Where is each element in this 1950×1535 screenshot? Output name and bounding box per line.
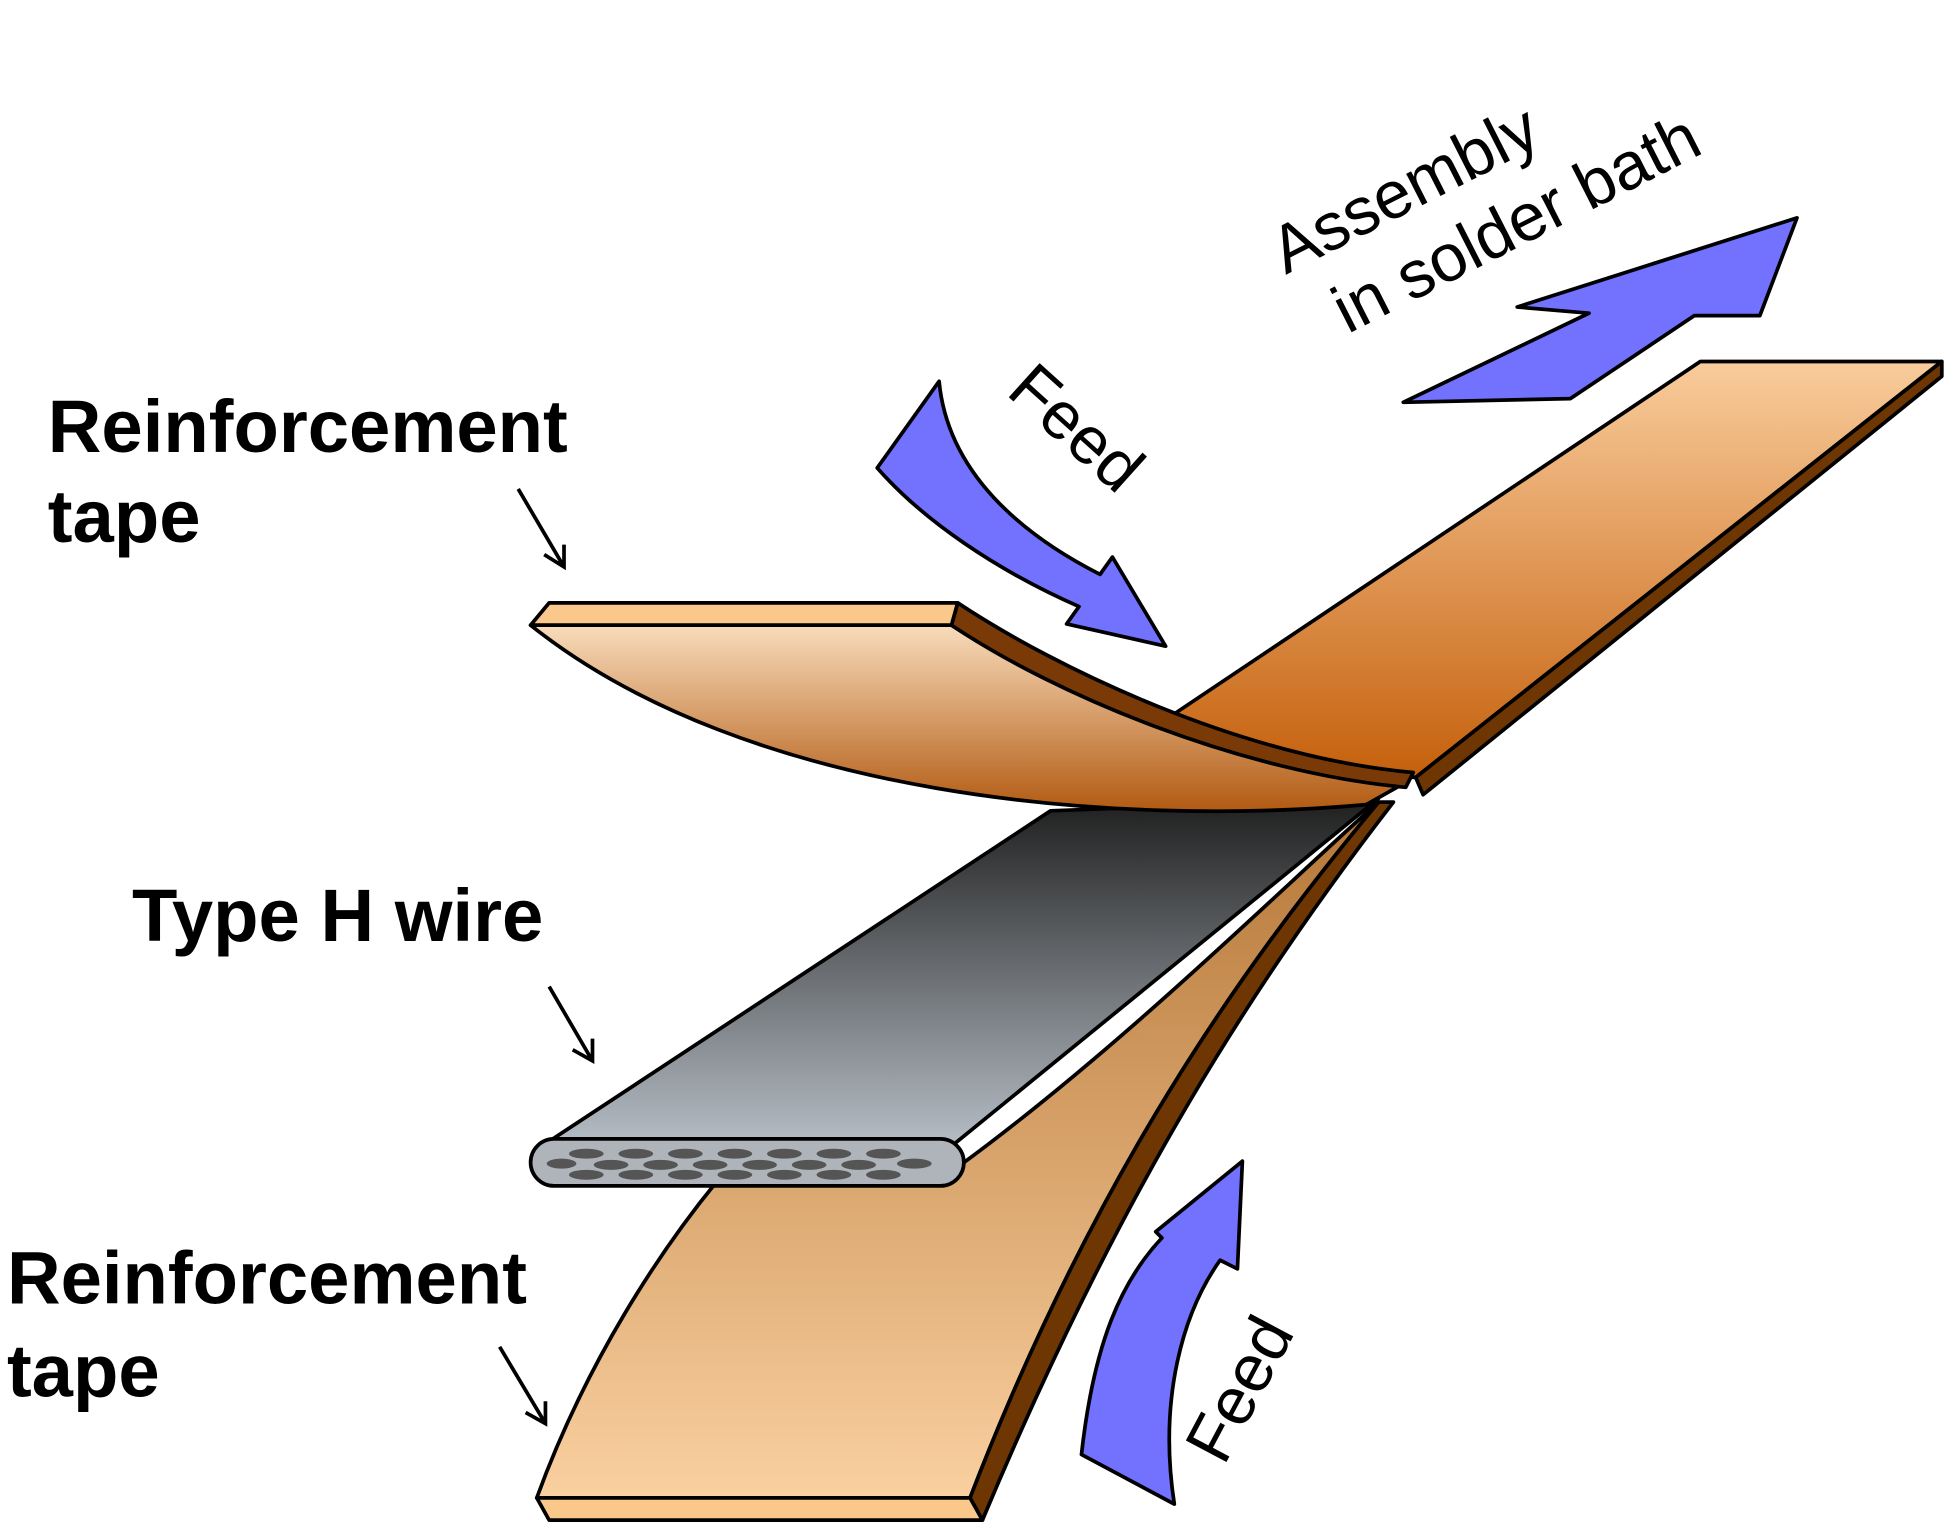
feed-top-label: Feed bbox=[995, 349, 1158, 507]
upper-reinforcement-tape bbox=[528, 359, 1944, 814]
type-h-wire bbox=[528, 796, 1381, 1188]
lower-reinforcement-tape bbox=[534, 800, 1396, 1523]
assembly-arrow bbox=[1401, 216, 1799, 405]
reinforcement-tape-bottom-label-line2: tape bbox=[7, 1329, 160, 1412]
pointer-arrows bbox=[498, 488, 595, 1427]
reinforcement-tape-top-label-line1: Reinforcement bbox=[48, 385, 568, 468]
reinforcement-tape-bottom-label-line1: Reinforcement bbox=[7, 1237, 527, 1320]
feed-arrow-top bbox=[875, 379, 1168, 649]
type-h-wire-label: Type H wire bbox=[132, 874, 543, 957]
feed-arrow-bottom bbox=[1079, 1159, 1245, 1506]
reinforcement-tape-top-label-line2: tape bbox=[48, 475, 201, 558]
feed-bottom-label: Feed bbox=[1171, 1304, 1309, 1474]
